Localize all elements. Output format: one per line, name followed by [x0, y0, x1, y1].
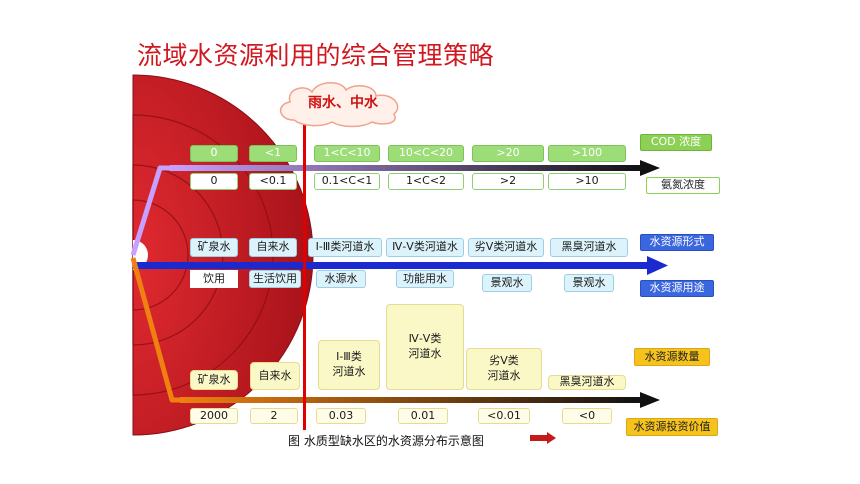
ammonia-box-1: 0 [190, 173, 238, 190]
page-title: 流域水资源利用的综合管理策略 [137, 41, 495, 70]
purple-branch [130, 165, 172, 256]
ammonia-box-3: 0.1<C<1 [314, 173, 380, 190]
quantity-box-4: Ⅳ-Ⅴ类 河道水 [386, 304, 464, 390]
value-box-6: <0 [562, 408, 612, 424]
label-use: 水资源用途 [640, 280, 714, 297]
label-form: 水资源形式 [640, 234, 714, 251]
form-box-1: 矿泉水 [190, 238, 238, 257]
value-box-1: 2000 [190, 408, 238, 424]
use-box-1: 饮用 [190, 270, 238, 288]
caption-arrow-shaft [530, 435, 548, 441]
value-box-2: 2 [250, 408, 298, 424]
orange-arrow-shaft [180, 397, 640, 403]
cod-box-2: <1 [249, 145, 297, 162]
use-box-6: 景观水 [564, 274, 614, 292]
form-box-6: 黑臭河道水 [550, 238, 628, 257]
form-box-5: 劣Ⅴ类河道水 [468, 238, 544, 257]
quantity-box-2: 自来水 [250, 362, 300, 390]
orange-arrow-head [640, 392, 660, 408]
ammonia-box-2: <0.1 [249, 173, 297, 190]
blue-arrow-head [647, 256, 668, 275]
use-box-5: 景观水 [482, 274, 532, 292]
cod-box-3: 1<C<10 [314, 145, 380, 162]
figure-caption: 图 水质型缺水区的水资源分布示意图 [288, 434, 484, 448]
red-divider-line [303, 112, 306, 430]
label-ammonia: 氨氮浓度 [646, 177, 720, 194]
cod-box-1: 0 [190, 145, 238, 162]
form-box-2: 自来水 [249, 238, 297, 257]
label-cod: COD 浓度 [640, 134, 712, 151]
quantity-box-5: 劣Ⅴ类 河道水 [466, 348, 542, 390]
orange-branch [130, 257, 182, 403]
value-box-4: 0.01 [398, 408, 448, 424]
disk-ring-3 [132, 164, 224, 346]
form-box-4: Ⅳ-Ⅴ类河道水 [386, 238, 464, 257]
blue-arrow-shaft [133, 262, 648, 269]
cod-box-6: >100 [548, 145, 626, 162]
cod-box-5: >20 [472, 145, 544, 162]
cloud-label: 雨水、中水 [308, 95, 378, 111]
label-value: 水资源投资价值 [626, 418, 718, 436]
cod-box-4: 10<C<20 [388, 145, 464, 162]
ammonia-box-5: >2 [472, 173, 544, 190]
quantity-box-6: 黑臭河道水 [548, 375, 626, 390]
use-box-2: 生活饮用 [249, 270, 301, 288]
quantity-box-1: 矿泉水 [190, 370, 238, 390]
use-box-3: 水源水 [316, 270, 366, 288]
ammonia-box-6: >10 [548, 173, 626, 190]
quantity-box-3: Ⅰ-Ⅲ类 河道水 [318, 340, 380, 390]
cloud-shape [280, 82, 399, 128]
purple-arrow-shaft [170, 165, 640, 171]
value-box-3: 0.03 [316, 408, 366, 424]
caption-arrow-head [547, 432, 556, 444]
label-quantity: 水资源数量 [634, 348, 710, 366]
disk-ring-2 [132, 114, 274, 396]
purple-arrow-head [640, 160, 660, 176]
ammonia-box-4: 1<C<2 [388, 173, 464, 190]
value-box-5: <0.01 [478, 408, 530, 424]
form-box-3: Ⅰ-Ⅲ类河道水 [308, 238, 382, 257]
use-box-4: 功能用水 [396, 270, 454, 288]
disk-ring-4 [132, 199, 189, 311]
